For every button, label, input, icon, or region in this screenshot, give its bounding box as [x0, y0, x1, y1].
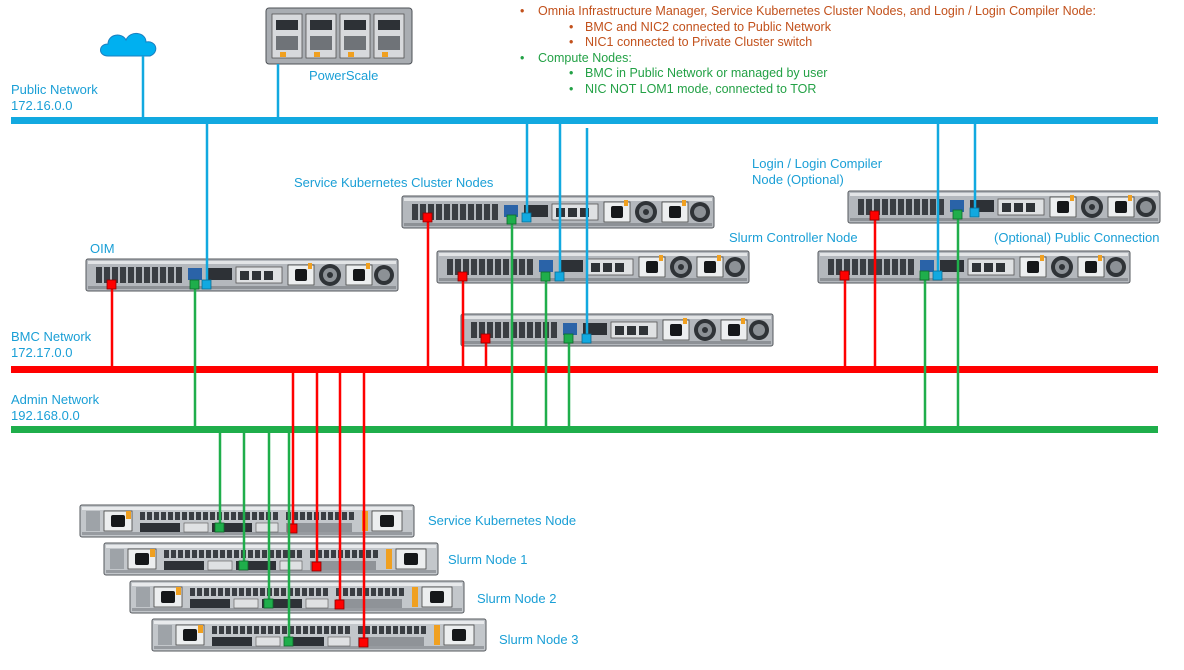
- oim-label: OIM: [90, 241, 115, 256]
- legend-compute-item: •NIC NOT LOM1 mode, connected to TOR: [569, 81, 817, 96]
- bmc-network-label: BMC Network 172.17.0.0: [11, 329, 92, 360]
- powerscale-chassis-icon: [265, 7, 413, 65]
- server-oim: [85, 258, 399, 292]
- server-slurm-node-3: [151, 618, 487, 652]
- bullet-icon: •: [520, 4, 525, 18]
- admin-network-label: Admin Network 192.168.0.0: [11, 392, 100, 423]
- legend-infra-heading: •Omnia Infrastructure Manager, Service K…: [520, 4, 1096, 18]
- server-service-k8s-cluster-2: [460, 313, 774, 347]
- slurm-controller-label: Slurm Controller Node: [729, 230, 858, 245]
- bullet-icon: •: [520, 50, 525, 65]
- legend-infra-item: •NIC1 connected to Private Cluster switc…: [569, 35, 813, 49]
- slurm-node-3-label: Slurm Node 3: [499, 632, 579, 647]
- bullet-icon: •: [569, 81, 574, 96]
- server-service-k8s-cluster-1: [401, 195, 715, 229]
- bullet-icon: •: [569, 19, 574, 34]
- public-network-label: Public Network 172.16.0.0: [11, 82, 98, 113]
- server-login-optional: [817, 250, 1131, 284]
- optional-public-label: (Optional) Public Connection: [994, 230, 1160, 245]
- legend-compute-heading: •Compute Nodes:: [520, 50, 632, 65]
- powerscale-label: PowerScale: [309, 68, 379, 83]
- bmc-network-bus: [11, 366, 1158, 373]
- service-k8s-cluster-label: Service Kubernetes Cluster Nodes: [294, 175, 494, 190]
- admin-port-dots: [189, 209, 963, 647]
- legend-infra-item: •BMC and NIC2 connected to Public Networ…: [569, 19, 831, 34]
- legend-compute-item: •BMC in Public Network or managed by use…: [569, 66, 828, 80]
- slurm-node-1-label: Slurm Node 1: [448, 552, 528, 567]
- admin-links: [193, 215, 960, 641]
- bmc-port-dots: [106, 210, 880, 648]
- server-slurm-node-1: [103, 542, 439, 576]
- admin-network-bus: [11, 426, 1158, 433]
- server-login-compiler: [847, 190, 1161, 224]
- slurm-node-2-label: Slurm Node 2: [477, 591, 557, 606]
- login-compiler-label: Login / Login Compiler Node (Optional): [752, 156, 883, 187]
- legend: •Omnia Infrastructure Manager, Service K…: [520, 4, 1096, 97]
- public-links: [141, 56, 977, 338]
- bmc-links: [110, 215, 877, 643]
- service-k8s-node-label: Service Kubernetes Node: [428, 513, 577, 528]
- server-slurm-controller: [436, 250, 750, 284]
- bullet-icon: •: [569, 66, 574, 80]
- cloud-icon: [100, 33, 157, 57]
- public-port-dots: [201, 207, 980, 344]
- server-slurm-node-2: [129, 580, 465, 614]
- public-network-bus: [11, 117, 1158, 124]
- bullet-icon: •: [569, 35, 574, 49]
